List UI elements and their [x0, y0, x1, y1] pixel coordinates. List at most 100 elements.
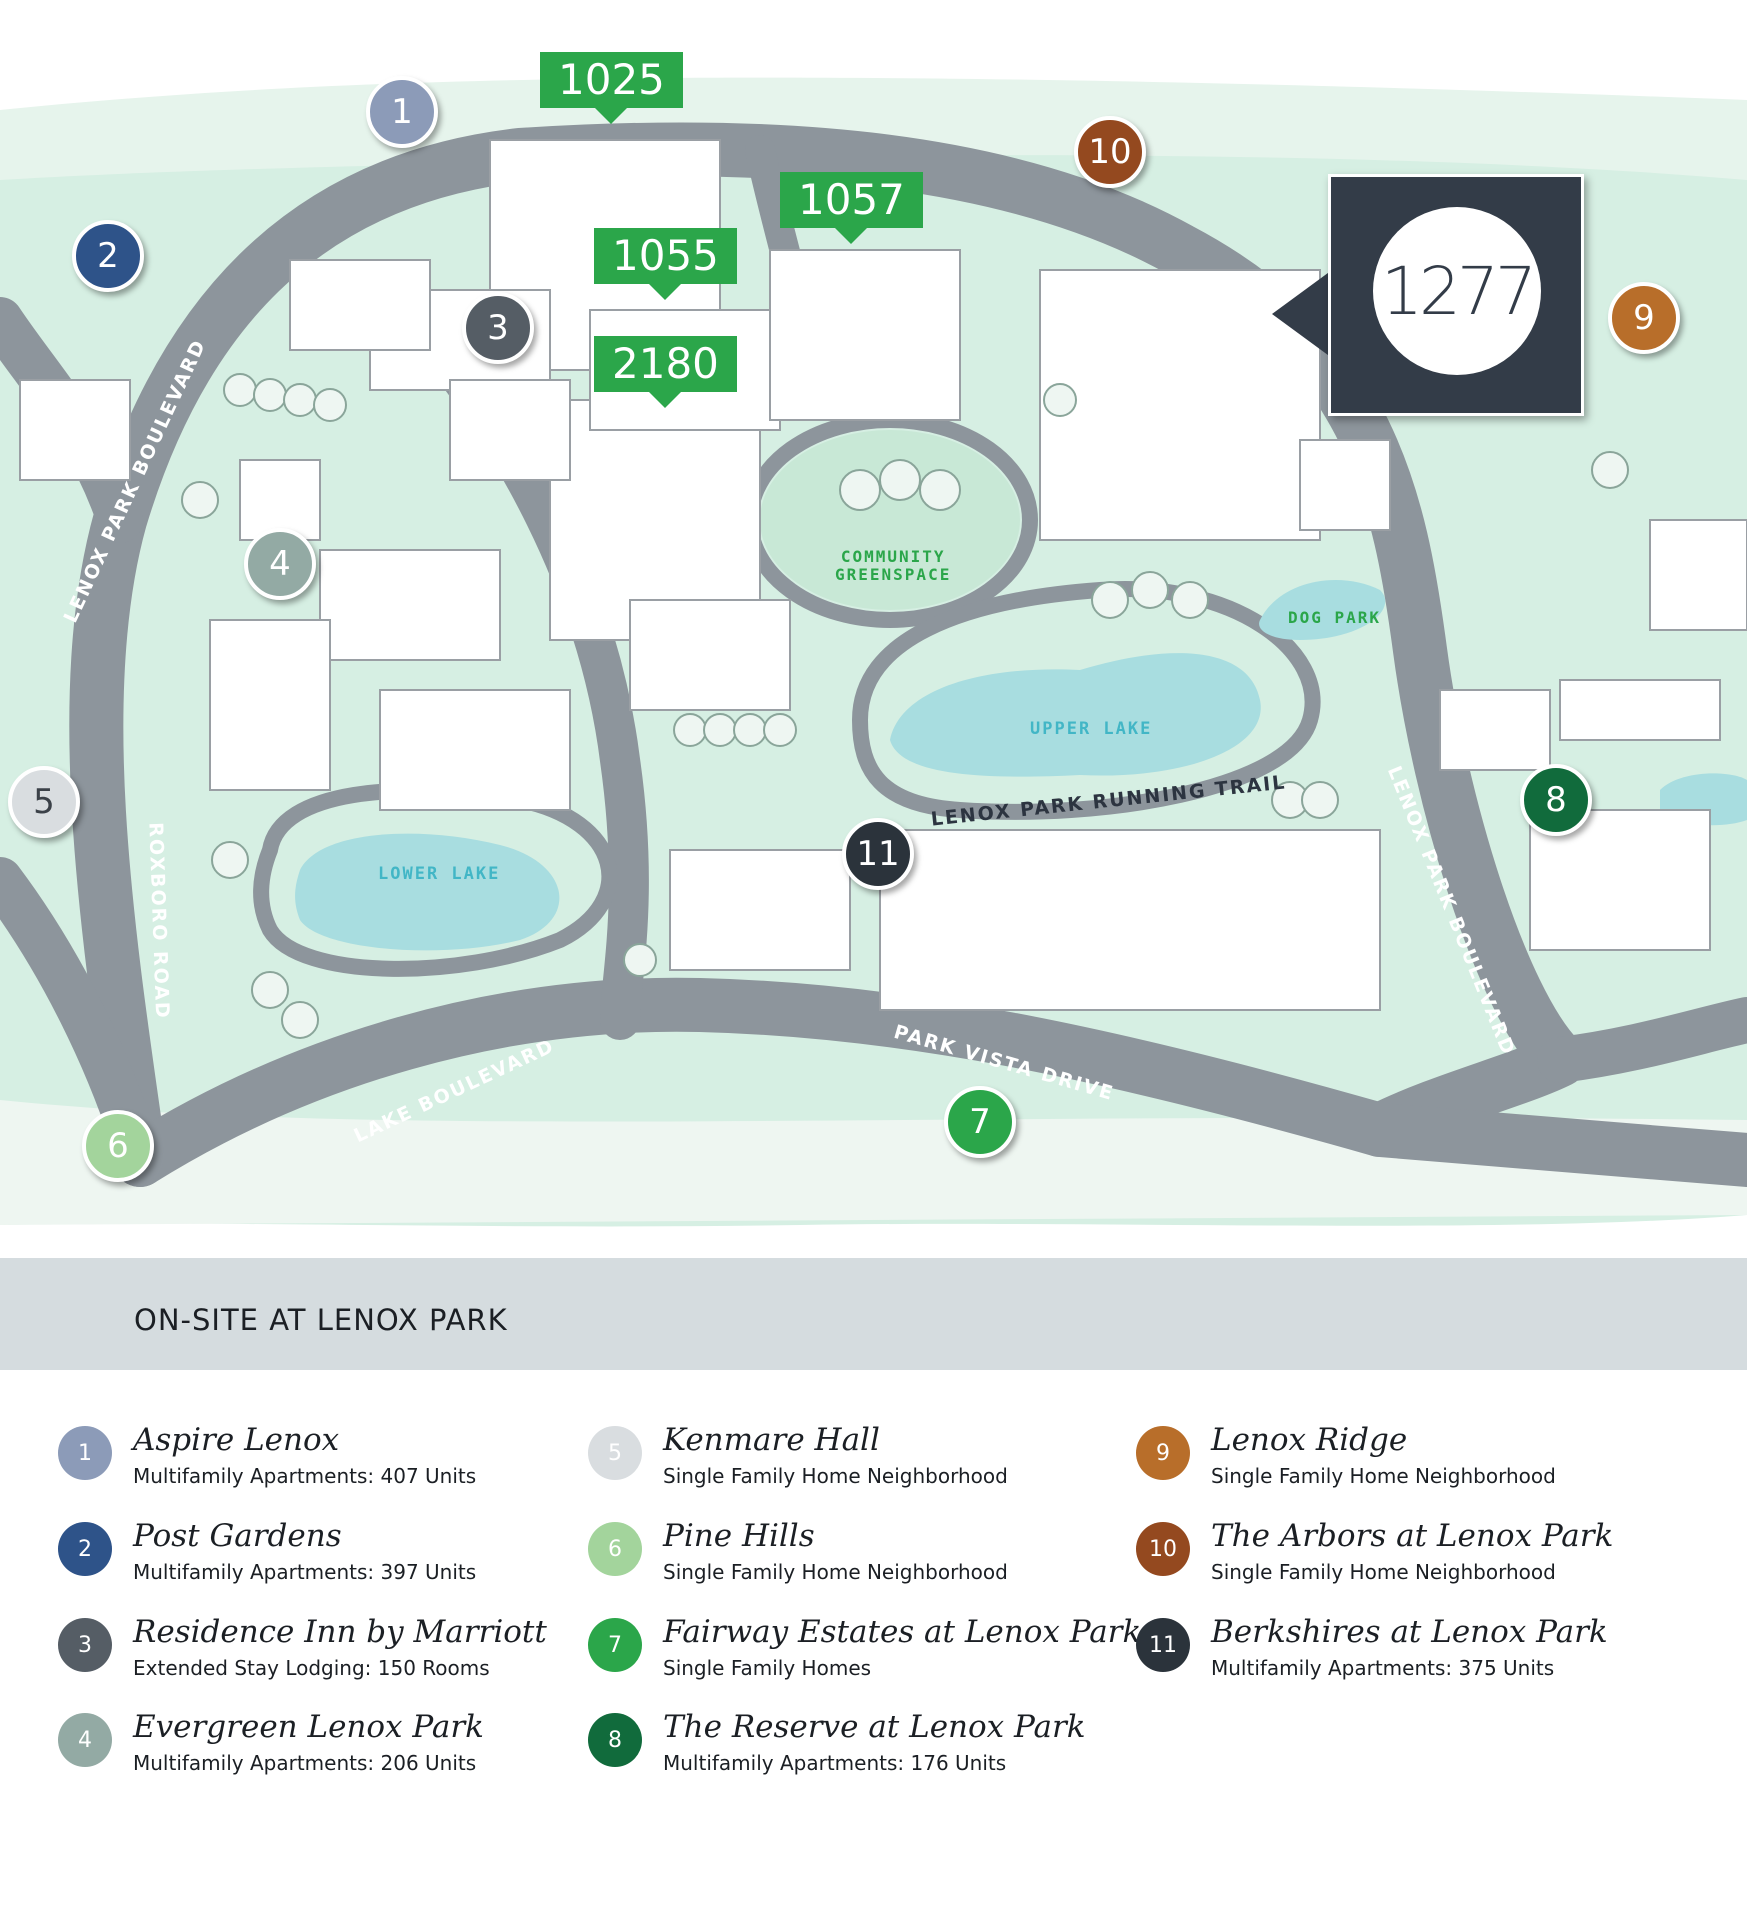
map-pin-9[interactable]: 9: [1608, 282, 1680, 354]
logo-1277-text: 1277: [1381, 252, 1537, 330]
legend-item-name: Aspire Lenox: [133, 1422, 340, 1458]
berkshires-small: [669, 849, 851, 971]
legend-item-desc: Single Family Homes: [663, 1656, 872, 1680]
map-pin-7[interactable]: 7: [944, 1086, 1016, 1158]
legend-item-4[interactable]: 4 Evergreen Lenox Park Multifamily Apart…: [58, 1709, 578, 1779]
label-dog-park: DOG PARK: [1288, 608, 1382, 627]
tree: [733, 713, 767, 747]
logo-1277-mark: 1277: [1373, 207, 1541, 375]
evergreen-3: [209, 619, 331, 791]
legend-item-desc: Single Family Home Neighborhood: [1211, 1560, 1556, 1584]
building-tag-1057[interactable]: 1057: [780, 172, 923, 244]
legend-item-name: Post Gardens: [133, 1518, 342, 1554]
tree: [1131, 571, 1169, 609]
label-upper-lake: UPPER LAKE: [1030, 719, 1153, 739]
building-1057: [769, 249, 961, 421]
legend-item-1[interactable]: 1 Aspire Lenox Multifamily Apartments: 4…: [58, 1422, 578, 1492]
legend-item-11[interactable]: 11 Berkshires at Lenox Park Multifamily …: [1136, 1614, 1656, 1684]
legend-item-3[interactable]: 3 Residence Inn by Marriott Extended Sta…: [58, 1614, 578, 1684]
label-lower-lake: LOWER LAKE: [378, 864, 501, 884]
legend-num-badge: 9: [1136, 1426, 1190, 1480]
legend-item-6[interactable]: 6 Pine Hills Single Family Home Neighbor…: [588, 1518, 1108, 1588]
tree: [313, 388, 347, 422]
map-pin-4[interactable]: 4: [244, 528, 316, 600]
tree: [623, 943, 657, 977]
logo-1277-callout[interactable]: 1277: [1328, 174, 1584, 416]
legend-item-name: The Arbors at Lenox Park: [1211, 1518, 1614, 1554]
community-greenspace: [760, 430, 1020, 610]
tree: [1043, 383, 1077, 417]
legend-item-name: Fairway Estates at Lenox Park: [663, 1614, 1142, 1650]
tree: [211, 841, 249, 879]
legend-item-desc: Multifamily Apartments: 206 Units: [133, 1751, 477, 1775]
building-west-edge: [19, 379, 131, 481]
legend-item-9[interactable]: 9 Lenox Ridge Single Family Home Neighbo…: [1136, 1422, 1656, 1492]
building-1277-garage: [1299, 439, 1391, 531]
tree: [283, 383, 317, 417]
legend-num-badge: 3: [58, 1618, 112, 1672]
legend-item-2[interactable]: 2 Post Gardens Multifamily Apartments: 3…: [58, 1518, 578, 1588]
upper-lake: [890, 653, 1261, 777]
evergreen-2: [319, 549, 501, 661]
legend-num-badge: 2: [58, 1522, 112, 1576]
legend-num-badge: 5: [588, 1426, 642, 1480]
tree: [253, 378, 287, 412]
legend-item-desc: Single Family Home Neighborhood: [1211, 1464, 1556, 1488]
tree: [1171, 581, 1209, 619]
legend-num-badge: 4: [58, 1713, 112, 1767]
label-community: COMMUNITY: [840, 547, 946, 566]
map-illustration: [0, 77, 1747, 1227]
road-lake-blvd: [113, 977, 1747, 1187]
legend-item-name: Pine Hills: [663, 1518, 815, 1554]
legend-num-badge: 6: [588, 1522, 642, 1576]
tree: [763, 713, 797, 747]
legend-num-badge: 10: [1136, 1522, 1190, 1576]
road-loop-main: [69, 122, 1587, 1187]
tree: [919, 469, 961, 511]
tree: [251, 971, 289, 1009]
legend-item-8[interactable]: 8 The Reserve at Lenox Park Multifamily …: [588, 1709, 1108, 1779]
map-pin-8[interactable]: 8: [1520, 764, 1592, 836]
trail-running: [851, 581, 1321, 820]
legend-item-name: Berkshires at Lenox Park: [1211, 1614, 1608, 1650]
map-pin-5[interactable]: 5: [8, 766, 80, 838]
building-tag-1025[interactable]: 1025: [540, 52, 683, 124]
legend-item-desc: Multifamily Apartments: 375 Units: [1211, 1656, 1555, 1680]
map-pin-11[interactable]: 11: [842, 818, 914, 890]
tree: [703, 713, 737, 747]
legend-item-desc: Single Family Home Neighborhood: [663, 1560, 1008, 1584]
legend-header-band: [0, 1258, 1747, 1370]
road-east: [1537, 997, 1747, 1083]
legend-item-name: Kenmare Hall: [663, 1422, 880, 1458]
legend-item-5[interactable]: 5 Kenmare Hall Single Family Home Neighb…: [588, 1422, 1108, 1492]
lower-lake: [295, 833, 560, 951]
building-tag-1055[interactable]: 1055: [594, 228, 737, 300]
map-pin-3[interactable]: 3: [462, 292, 534, 364]
map-pin-2[interactable]: 2: [72, 220, 144, 292]
map-pin-10[interactable]: 10: [1074, 116, 1146, 188]
legend-item-desc: Multifamily Apartments: 407 Units: [133, 1464, 477, 1488]
legend-item-desc: Multifamily Apartments: 176 Units: [663, 1751, 1007, 1775]
tree: [1591, 451, 1629, 489]
legend-item-7[interactable]: 7 Fairway Estates at Lenox Park Single F…: [588, 1614, 1141, 1684]
legend-item-10[interactable]: 10 The Arbors at Lenox Park Single Famil…: [1136, 1518, 1656, 1588]
lenox-ridge-building: [1649, 519, 1747, 631]
legend-title: ON-SITE AT LENOX PARK: [134, 1303, 508, 1337]
map-pin-6[interactable]: 6: [82, 1110, 154, 1182]
legend-num-badge: 1: [58, 1426, 112, 1480]
map-pin-1[interactable]: 1: [366, 76, 438, 148]
legend-item-name: Evergreen Lenox Park: [133, 1709, 484, 1745]
label-greenspace: GREENSPACE: [835, 565, 952, 584]
tree: [281, 1001, 319, 1039]
tree: [879, 459, 921, 501]
building-tag-2180[interactable]: 2180: [594, 336, 737, 408]
reserve-2: [1439, 689, 1551, 771]
legend-item-desc: Multifamily Apartments: 397 Units: [133, 1560, 477, 1584]
evergreen-4: [379, 689, 571, 811]
logo-pointer: [1272, 270, 1332, 358]
tree: [1091, 581, 1129, 619]
campus-map: 1025 1057 1055 2180 1277 1 2 3 4 5 6 7 8…: [0, 52, 1747, 1227]
legend-num-badge: 11: [1136, 1618, 1190, 1672]
legend-num-badge: 8: [588, 1713, 642, 1767]
building-2180-base: [629, 599, 791, 711]
